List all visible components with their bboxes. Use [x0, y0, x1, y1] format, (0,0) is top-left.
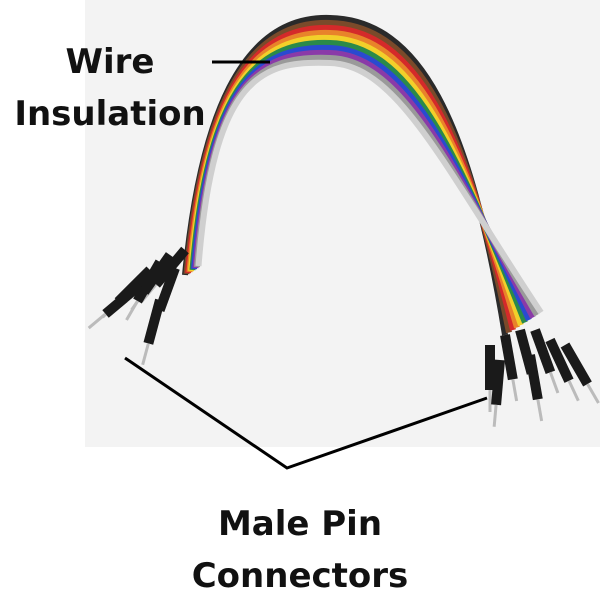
- label-line: Male Pin: [217, 504, 383, 544]
- male-pin-connectors-label: Male Pin Connectors: [150, 498, 450, 600]
- wire: [195, 59, 544, 315]
- male-pin: [125, 259, 165, 321]
- wire-insulation-label: Wire Insulation: [5, 36, 215, 140]
- connector-leader-line: [124, 356, 488, 470]
- male-pin: [525, 354, 544, 422]
- label-line: Insulation: [14, 94, 206, 134]
- label-line: Wire: [65, 42, 155, 82]
- wire-ribbon: [182, 14, 544, 336]
- male-pin: [500, 334, 519, 402]
- label-line: Connectors: [191, 556, 409, 596]
- male-pin: [485, 345, 495, 412]
- male-pin: [87, 281, 144, 330]
- wire: [194, 54, 540, 317]
- male-pin: [545, 337, 580, 402]
- male-pin: [141, 298, 165, 366]
- male-pin: [560, 342, 600, 404]
- pin-connectors: [87, 246, 600, 427]
- male-pin: [530, 328, 560, 394]
- male-pin: [491, 359, 505, 427]
